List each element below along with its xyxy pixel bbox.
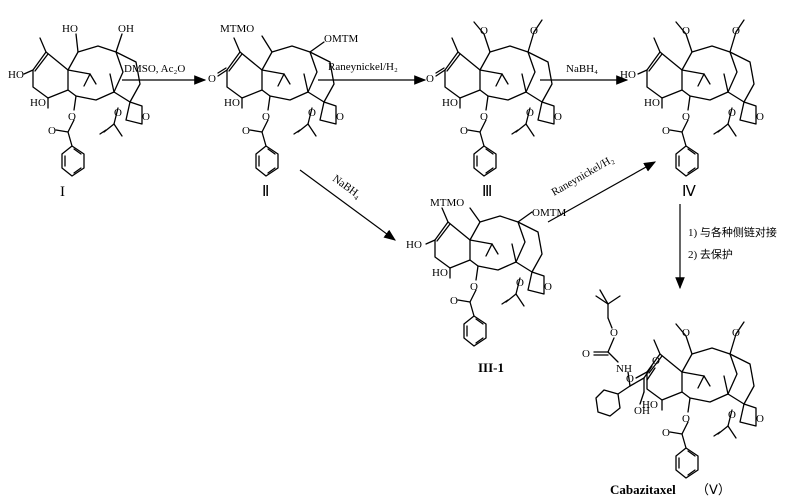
acetyl-oxygen-label: O bbox=[728, 107, 736, 119]
nh-label: NH bbox=[616, 363, 632, 375]
step4-conditions: NaBH₄ bbox=[330, 173, 363, 202]
compound-III: O O O HO O O O O bbox=[426, 19, 562, 177]
compound-III-1-label: III-1 bbox=[478, 360, 504, 375]
oh-top-right-label: OH bbox=[118, 23, 134, 35]
carbonyl-oxygen-label: O bbox=[582, 348, 590, 360]
benzoyl-oxygen-label: O bbox=[460, 125, 468, 137]
arrow-step6: 1) 与各种侧链对接 2) 去保护 bbox=[675, 204, 777, 290]
benzoyl-oxygen-label: O bbox=[242, 125, 250, 137]
oh-bottom-label: HO bbox=[644, 97, 660, 109]
step1-conditions: DMSO, Ac₂O bbox=[124, 63, 185, 75]
ester-link-oxygen-label: O bbox=[626, 373, 634, 385]
acetyl-oxygen-label: O bbox=[526, 107, 534, 119]
compound-I: HO OH HO HO O O O O bbox=[8, 23, 150, 177]
boc-oxygen-label: O bbox=[610, 327, 618, 339]
methoxy-left-label: O bbox=[682, 327, 690, 339]
oxetane-oxygen-label: O bbox=[756, 111, 764, 123]
compound-II-label: Ⅱ bbox=[262, 184, 269, 200]
step3-conditions: NaBH₄ bbox=[566, 63, 598, 75]
compound-I-label: I bbox=[60, 184, 65, 200]
acetyl-oxygen-label: O bbox=[728, 409, 736, 421]
arrow-step4: NaBH₄ bbox=[299, 169, 396, 241]
mtmo-label: MTMO bbox=[430, 197, 464, 209]
methoxy-right-label: O bbox=[530, 25, 538, 37]
oh-left-label: HO bbox=[406, 239, 422, 251]
side-chain: O O NH O OH bbox=[582, 289, 660, 417]
oh-side-label: OH bbox=[634, 405, 650, 417]
oh-bottom-label: HO bbox=[224, 97, 240, 109]
oh-bottom-label: HO bbox=[30, 97, 46, 109]
ester-oxygen-label: O bbox=[470, 281, 478, 293]
acetyl-oxygen-label: O bbox=[308, 107, 316, 119]
omtm-label: OMTM bbox=[324, 33, 358, 45]
arrow-step3: NaBH₄ bbox=[540, 63, 629, 85]
oxetane-oxygen-label: O bbox=[756, 413, 764, 425]
compound-IV-label: Ⅳ bbox=[682, 184, 696, 200]
step5-conditions: Raneynickel/H₂ bbox=[550, 153, 617, 198]
ester-oxygen-label: O bbox=[480, 111, 488, 123]
oh-left-label: HO bbox=[8, 69, 24, 81]
methoxy-right-label: O bbox=[732, 25, 740, 37]
compound-IV: O O HO HO O O O O bbox=[620, 19, 764, 177]
oh-left-label: HO bbox=[620, 69, 636, 81]
benzoyl-oxygen-label: O bbox=[450, 295, 458, 307]
step6-line2: 2) 去保护 bbox=[688, 247, 733, 261]
benzoyl-oxygen-label: O bbox=[662, 427, 670, 439]
methoxy-right-label: O bbox=[732, 327, 740, 339]
step2-conditions: Raneynickel/H₂ bbox=[328, 61, 398, 73]
oxetane-oxygen-label: O bbox=[554, 111, 562, 123]
benzoyl-oxygen-label: O bbox=[662, 125, 670, 137]
oh-bottom-label: HO bbox=[432, 267, 448, 279]
arrow-step2: Raneynickel/H₂ bbox=[318, 61, 427, 85]
arrow-step1: DMSO, Ac₂O bbox=[122, 63, 207, 85]
ester-oxygen-label: O bbox=[262, 111, 270, 123]
oxetane-oxygen-label: O bbox=[544, 281, 552, 293]
benzoyl-oxygen-label: O bbox=[48, 125, 56, 137]
step6-line1: 1) 与各种侧链对接 bbox=[688, 225, 777, 239]
ester-carbonyl-oxygen-label: O bbox=[652, 355, 660, 367]
ketone-label: O bbox=[208, 73, 216, 85]
oxetane-oxygen-label: O bbox=[142, 111, 150, 123]
ketone-label: O bbox=[426, 73, 434, 85]
compound-II: MTMO OMTM O HO O O O O bbox=[208, 23, 358, 177]
methoxy-left-label: O bbox=[682, 25, 690, 37]
mtmo-label: MTMO bbox=[220, 23, 254, 35]
cabazitaxel-number-label: （Ⅴ） bbox=[696, 482, 731, 497]
ester-oxygen-label: O bbox=[682, 111, 690, 123]
compound-III-label: Ⅲ bbox=[482, 184, 492, 200]
compound-V: O O O HO O O O O bbox=[626, 321, 764, 479]
methoxy-left-label: O bbox=[480, 25, 488, 37]
oh-top-left-label: HO bbox=[62, 23, 78, 35]
acetyl-oxygen-label: O bbox=[516, 277, 524, 289]
oxetane-oxygen-label: O bbox=[336, 111, 344, 123]
compound-III-1: MTMO OMTM HO HO O O O O bbox=[406, 197, 566, 347]
omtm-label: OMTM bbox=[532, 207, 566, 219]
cabazitaxel-name-label: Cabazitaxel bbox=[610, 482, 676, 497]
ester-oxygen-label: O bbox=[682, 413, 690, 425]
ester-oxygen-label: O bbox=[68, 111, 76, 123]
oh-bottom-label: HO bbox=[442, 97, 458, 109]
acetyl-oxygen-label: O bbox=[114, 107, 122, 119]
oh-bottom-label: HO bbox=[642, 399, 658, 411]
